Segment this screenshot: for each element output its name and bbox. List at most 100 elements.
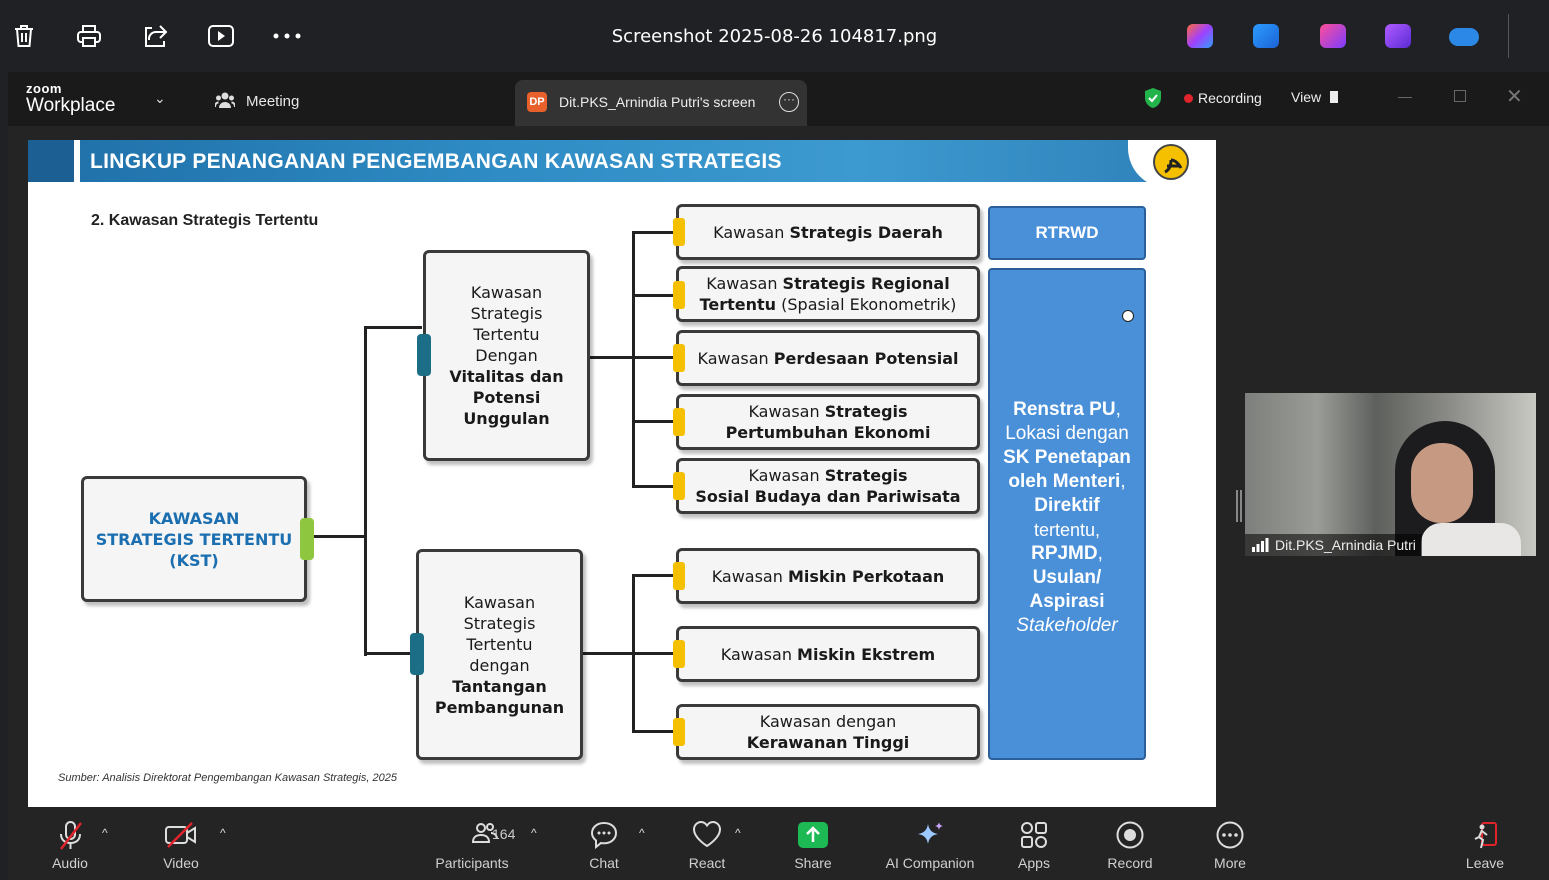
audio-button[interactable]: Audio — [38, 818, 102, 874]
item-text: Strategis Regional — [782, 274, 950, 293]
panel-splitter-handle[interactable] — [1236, 490, 1238, 522]
connector — [632, 420, 678, 423]
connector — [632, 356, 678, 359]
trash-icon[interactable] — [6, 18, 42, 54]
clipchamp-icon[interactable] — [1385, 24, 1411, 48]
participants-label: Participants — [435, 855, 509, 871]
shield-check-icon[interactable] — [1143, 87, 1163, 114]
connector — [632, 652, 678, 655]
chat-label: Chat — [589, 855, 619, 871]
copilot-icon[interactable] — [1187, 24, 1213, 48]
more-button[interactable]: More — [1206, 818, 1254, 874]
item-text: Kawasan — [748, 402, 825, 421]
photos-icon[interactable] — [1253, 24, 1279, 48]
item-strategis-regional: Kawasan Strategis Regional Tertentu (Spa… — [676, 266, 980, 322]
record-button[interactable]: Record — [1102, 818, 1158, 874]
participant-badge: DP — [527, 92, 547, 112]
connector-tab — [673, 718, 685, 746]
item-text: Kawasan — [720, 644, 798, 664]
root-line: STRATEGIS TERTENTU — [95, 529, 293, 549]
ai-companion-button[interactable]: AI Companion — [878, 818, 982, 874]
pupr-logo-icon — [1153, 144, 1189, 180]
view-label[interactable]: View — [1291, 89, 1322, 105]
item-pertumbuhan-ekonomi: Kawasan Strategis Pertumbuhan Ekonomi — [676, 394, 980, 450]
share-icon[interactable] — [137, 18, 173, 54]
video-options-caret[interactable]: ^ — [220, 826, 226, 840]
chat-button[interactable]: Chat — [580, 818, 628, 874]
item-strategis-daerah: Kawasan Strategis Daerah — [676, 204, 980, 260]
react-button[interactable]: React — [684, 818, 730, 874]
mid-line: Potensi — [472, 388, 541, 407]
close-icon[interactable]: ✕ — [1506, 86, 1523, 108]
mid-line: Kawasan — [470, 283, 543, 302]
tab-options-icon[interactable]: ··· — [779, 92, 799, 112]
react-label: React — [688, 855, 726, 871]
connector — [632, 574, 678, 577]
connector — [364, 326, 367, 656]
participants-icon — [471, 820, 498, 849]
kst-root-box: KAWASAN STRATEGIS TERTENTU (KST) — [81, 476, 307, 602]
chat-options-caret[interactable]: ^ — [639, 826, 645, 840]
meeting-label[interactable]: Meeting — [246, 93, 300, 110]
apps-button[interactable]: Apps — [1012, 818, 1056, 874]
mid-line: Vitalitas dan — [449, 367, 564, 386]
react-options-caret[interactable]: ^ — [735, 826, 741, 840]
renstra-text: , — [1120, 471, 1126, 492]
slide-subtitle: 2. Kawasan Strategis Tertentu — [91, 212, 319, 229]
slideshow-icon[interactable] — [203, 18, 239, 54]
renstra-text: , — [1097, 543, 1103, 564]
designer-icon[interactable] — [1320, 24, 1346, 48]
tab-shared-screen[interactable]: DP Dit.PKS_Arnindia Putri's screen ··· — [515, 80, 807, 126]
panel-splitter-handle[interactable] — [1240, 490, 1242, 522]
item-text: Kawasan dengan — [759, 712, 897, 731]
recording-label[interactable]: Recording — [1198, 90, 1262, 106]
view-layout-icon[interactable] — [1330, 91, 1338, 103]
leave-icon — [1470, 820, 1500, 853]
renstra-text: Usulan/ — [1032, 567, 1102, 588]
participant-video[interactable]: Dit.PKS_Arnindia Putri — [1245, 393, 1536, 556]
video-label: Video — [163, 855, 199, 871]
apps-label: Apps — [1018, 855, 1050, 871]
renstra-text: SK Penetapan — [1003, 447, 1131, 468]
chevron-down-icon[interactable]: ⌄ — [154, 90, 166, 106]
camera-off-icon — [164, 820, 198, 853]
item-text: (Spasial Ekonometrik) — [776, 295, 957, 314]
leave-button[interactable]: Leave — [1462, 818, 1508, 874]
banner-divider — [74, 140, 80, 182]
minimize-icon[interactable] — [1398, 97, 1412, 98]
connector-tab — [673, 281, 685, 309]
renstra-text: Aspirasi — [1029, 591, 1105, 612]
more-icon[interactable] — [269, 18, 305, 54]
maximize-icon[interactable] — [1454, 90, 1466, 102]
more-dots-icon — [1215, 820, 1245, 853]
chat-icon — [589, 820, 619, 853]
connector — [632, 730, 678, 733]
signal-icon — [1252, 538, 1269, 552]
connector — [308, 535, 366, 538]
item-perdesaan: Kawasan Perdesaan Potensial — [676, 330, 980, 386]
onedrive-icon[interactable] — [1449, 28, 1479, 46]
video-button[interactable]: Video — [150, 818, 212, 874]
cursor-icon — [1122, 310, 1134, 322]
shared-slide: LINGKUP PENANGANAN PENGEMBANGAN KAWASAN … — [28, 140, 1216, 807]
print-icon[interactable] — [71, 18, 107, 54]
renstra-text: tertentu, — [1033, 520, 1101, 540]
connector — [632, 485, 678, 488]
root-line: KAWASAN — [148, 508, 240, 528]
share-screen-button[interactable]: Share — [788, 818, 838, 874]
connector — [364, 652, 414, 655]
participant-name-tag: Dit.PKS_Arnindia Putri — [1245, 534, 1422, 556]
connector — [582, 652, 634, 655]
renstra-text: Direktif — [1034, 495, 1100, 516]
connector-tab — [673, 218, 685, 246]
participants-options-caret[interactable]: ^ — [531, 826, 537, 840]
recording-dot-icon — [1184, 94, 1193, 103]
item-text: Strategis — [824, 402, 908, 421]
participants-button[interactable]: 164 Participants — [426, 818, 518, 874]
mid-line: Kawasan — [463, 592, 536, 612]
mid-line: Tertentu — [473, 325, 540, 344]
mid-line: dengan — [469, 655, 530, 675]
audio-options-caret[interactable]: ^ — [102, 826, 108, 840]
person-shirt — [1421, 523, 1521, 556]
banner-strip — [28, 140, 74, 182]
